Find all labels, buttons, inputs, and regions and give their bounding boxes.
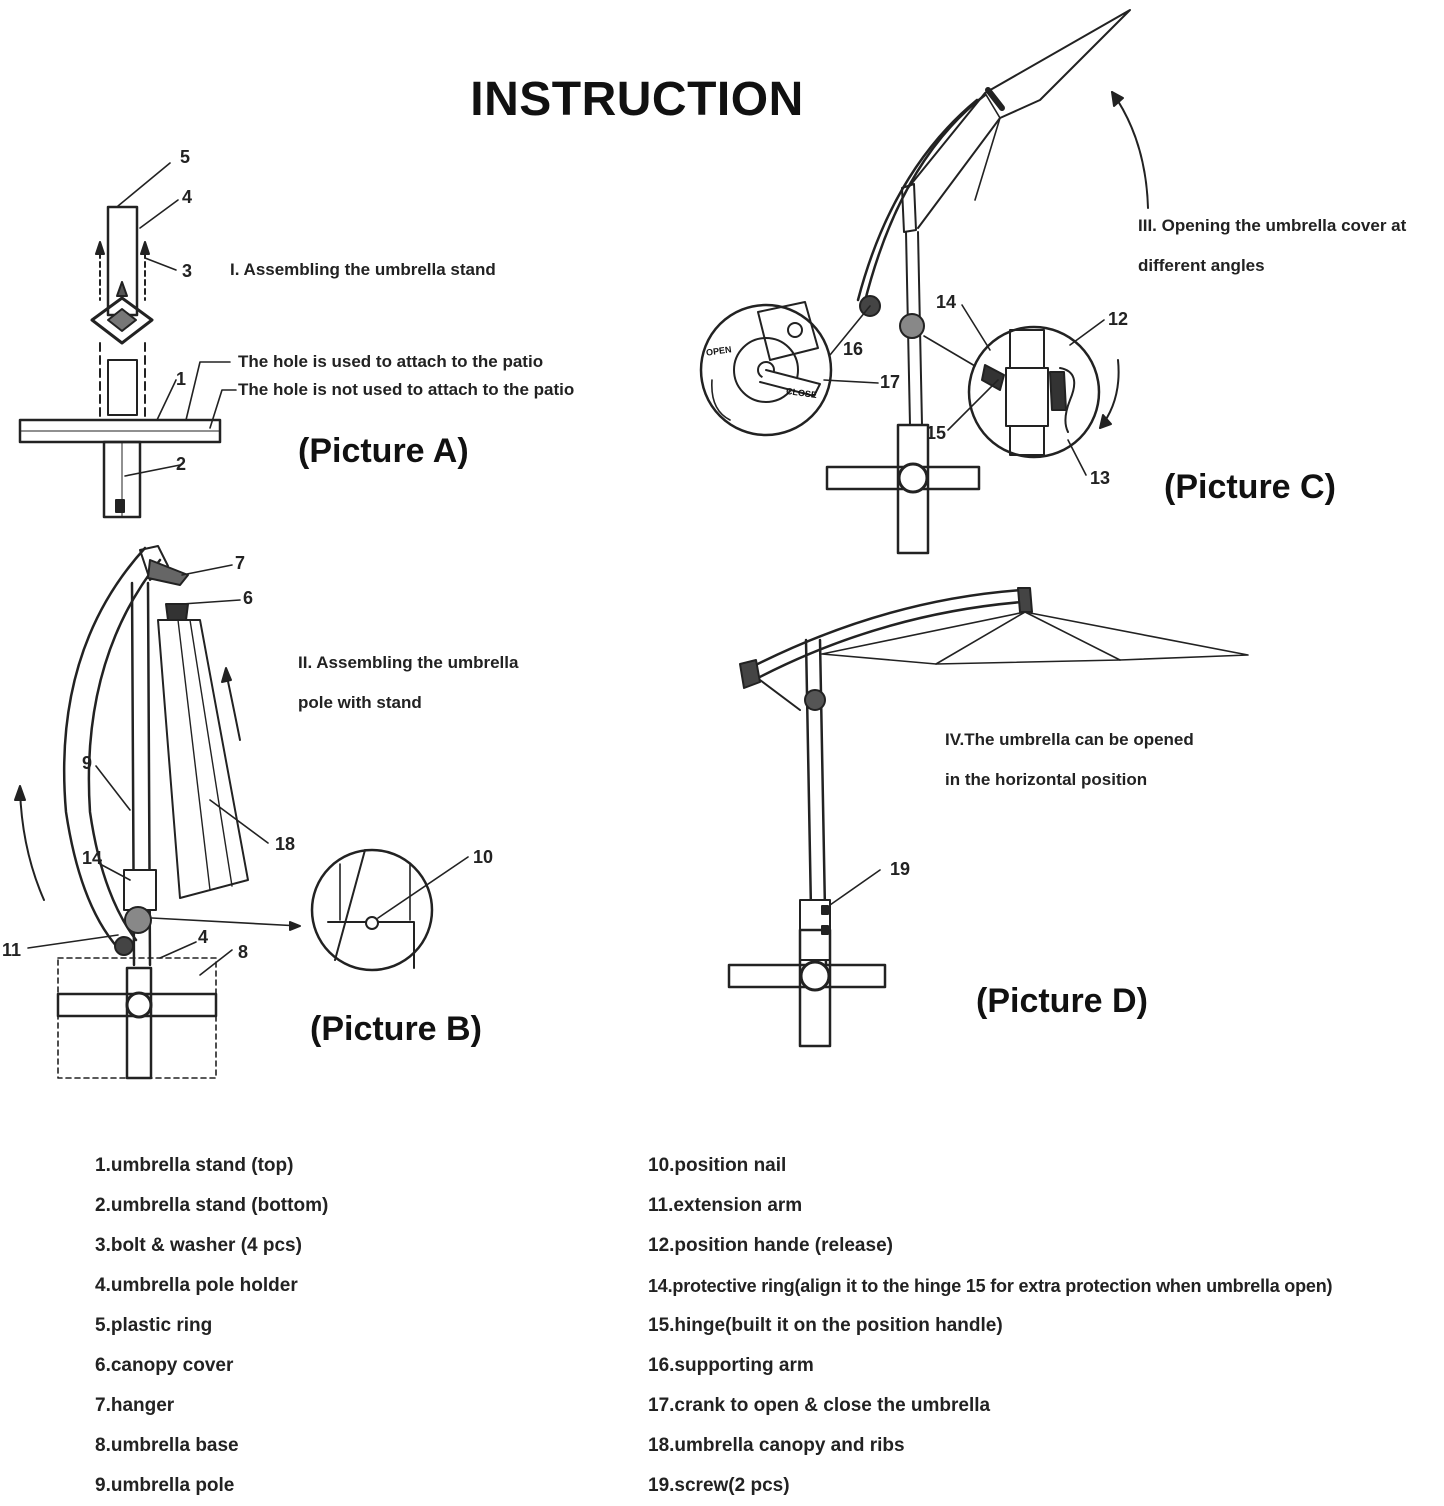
legend-item: 4.umbrella pole holder (95, 1275, 298, 1296)
legend-item: 7.hanger (95, 1395, 175, 1416)
callout-4-b: 4 (198, 927, 209, 947)
legend-item: 18.umbrella canopy and ribs (648, 1435, 905, 1456)
tilt-umbrella-drawing (701, 10, 1148, 553)
legend-item: 8.umbrella base (95, 1435, 239, 1456)
step-3-line-2: different angles (1138, 256, 1265, 275)
picture-a-label: (Picture A) (298, 432, 469, 470)
callout-12: 12 (1108, 309, 1129, 329)
step-4-line-1: IV.The umbrella can be opened (945, 730, 1194, 749)
note-hole-used: The hole is used to attach to the patio (238, 352, 544, 371)
callout-9: 9 (82, 753, 93, 773)
callout-8: 8 (238, 942, 249, 962)
step-2-line-2: pole with stand (298, 693, 422, 712)
horizontal-umbrella-drawing (729, 588, 1248, 1046)
legend-item: 5.plastic ring (95, 1315, 213, 1336)
picture-d-label: (Picture D) (976, 982, 1148, 1020)
callout-leaders-a (118, 163, 236, 476)
legend-item: 12.position hande (release) (648, 1235, 893, 1256)
legend-item: 6.canopy cover (95, 1355, 234, 1376)
legend-item: 14.protective ring(align it to the hinge… (648, 1276, 1333, 1296)
callout-7: 7 (235, 553, 246, 573)
pole-assembly-drawing (15, 546, 468, 1078)
picture-c-label: (Picture C) (1164, 468, 1336, 506)
callout-17: 17 (880, 372, 901, 392)
legend-item: 16.supporting arm (648, 1355, 814, 1376)
callout-16: 16 (843, 339, 864, 359)
legend-item: 9.umbrella pole (95, 1475, 235, 1496)
legend-item: 11.extension arm (648, 1195, 803, 1216)
step-3-line-1: III. Opening the umbrella cover at (1138, 216, 1407, 235)
note-hole-not-used: The hole is not used to attach to the pa… (238, 380, 575, 399)
callout-3: 3 (182, 261, 193, 281)
callout-14-c: 14 (936, 292, 957, 312)
legend-item: 1.umbrella stand (top) (95, 1155, 294, 1176)
callout-15: 15 (926, 423, 947, 443)
callout-5: 5 (180, 147, 191, 167)
callout-18: 18 (275, 834, 296, 854)
step-2-line-1: II. Assembling the umbrella (298, 653, 519, 672)
stand-assembly-drawing (20, 207, 220, 517)
callout-4: 4 (182, 187, 193, 207)
step-4-line-2: in the horizontal position (945, 770, 1148, 789)
callout-6: 6 (243, 588, 254, 608)
callout-1: 1 (176, 369, 187, 389)
legend-item: 3.bolt & washer (4 pcs) (95, 1235, 302, 1256)
legend-item: 10.position nail (648, 1155, 787, 1176)
step-1-text: I. Assembling the umbrella stand (230, 260, 496, 279)
legend-item: 17.crank to open & close the umbrella (648, 1395, 991, 1416)
page-title: INSTRUCTION (470, 73, 804, 126)
callout-19: 19 (890, 859, 911, 879)
legend-item: 15.hinge(built it on the position handle… (648, 1315, 1003, 1336)
callout-10: 10 (473, 847, 494, 867)
callout-13: 13 (1090, 468, 1111, 488)
callout-2: 2 (176, 454, 187, 474)
picture-b-label: (Picture B) (310, 1010, 482, 1048)
legend-item: 19.screw(2 pcs) (648, 1475, 790, 1496)
callout-14-b: 14 (82, 848, 103, 868)
callout-11: 11 (2, 940, 22, 960)
legend-item: 2.umbrella stand (bottom) (95, 1195, 329, 1216)
